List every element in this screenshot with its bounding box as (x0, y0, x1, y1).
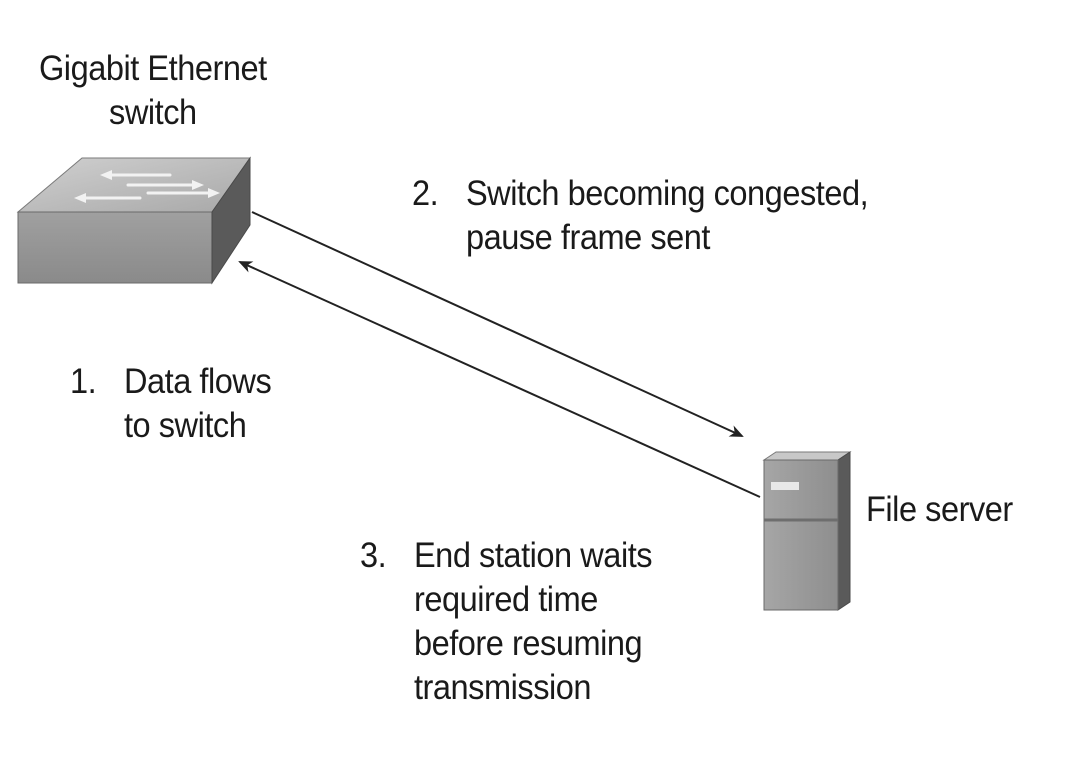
step-number: 2. (412, 174, 439, 213)
step-number: 3. (360, 536, 387, 575)
switch-title-line2: switch (109, 93, 197, 132)
pause-frame-arrow (251, 211, 744, 437)
step-text-line: transmission (413, 668, 592, 707)
step-text-line: to switch (123, 406, 247, 445)
step-text-line: before resuming (413, 624, 643, 663)
data-flow-arrow (238, 261, 761, 498)
step-text-line: required time (413, 580, 598, 619)
switch-title-line1: Gigabit Ethernet (38, 49, 267, 88)
switch-icon (16, 156, 251, 285)
file-server-label: File server (866, 490, 1013, 529)
switch-title: Gigabit Ethernet switch (18, 47, 288, 135)
step-text-line: Data flows (123, 362, 272, 401)
step-text-line: pause frame sent (465, 218, 711, 257)
step-number: 1. (70, 362, 97, 401)
file-server-icon (762, 451, 852, 611)
step-text-line: End station waits (413, 536, 653, 575)
step-text-line: Switch becoming congested, (465, 174, 869, 213)
